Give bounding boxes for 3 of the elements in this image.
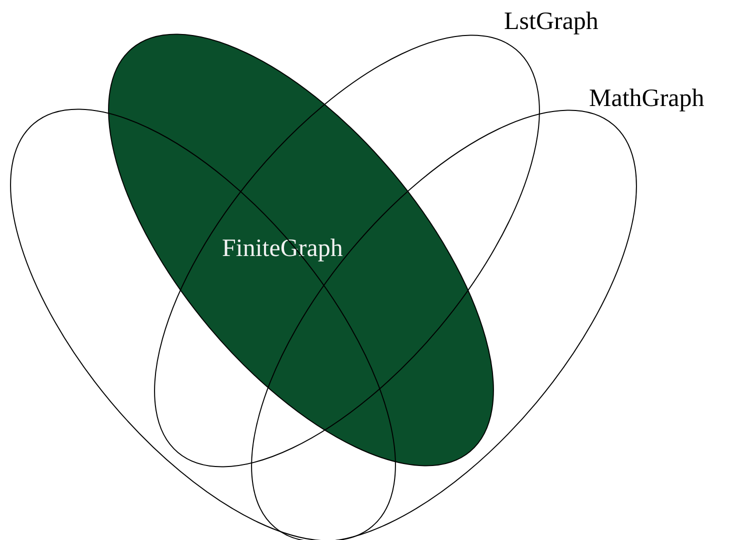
set-label: LstGraph xyxy=(504,9,598,34)
set-label: FiniteGraph xyxy=(222,236,343,261)
set-label: MathGraph xyxy=(589,86,704,111)
